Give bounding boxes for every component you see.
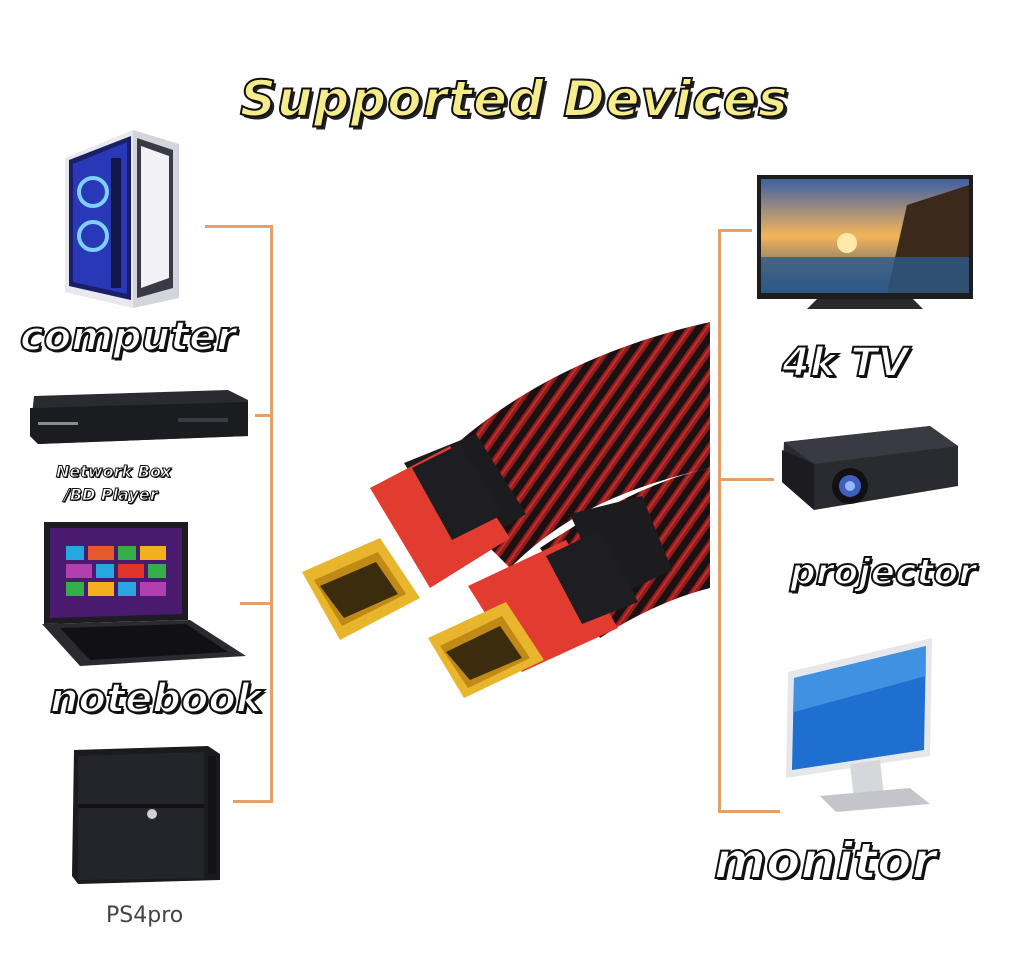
laptop-icon — [40, 520, 248, 670]
right-bracket-vertical — [718, 229, 721, 813]
page-title: Supported Devices — [239, 69, 789, 129]
label-ps4pro: PS4pro — [106, 903, 184, 928]
left-bracket-tick-3 — [240, 602, 273, 605]
right-bracket-tick-1 — [718, 229, 752, 232]
pc-tower-icon — [55, 128, 185, 310]
label-computer: computer — [19, 313, 237, 361]
right-bracket-tick-3 — [718, 810, 780, 813]
bluray-player-icon — [28, 388, 250, 448]
monitor-icon — [780, 636, 940, 812]
left-bracket-vertical — [270, 225, 273, 803]
label-projector: projector — [789, 551, 977, 594]
hdmi-cable-icon — [300, 318, 712, 708]
label-notebook: notebook — [49, 675, 263, 723]
label-4k-tv: 4k TV — [781, 339, 910, 387]
projector-icon — [780, 420, 960, 515]
left-bracket-tick-1 — [205, 225, 273, 228]
left-bracket-tick-4 — [233, 800, 273, 803]
tv-icon — [757, 175, 975, 311]
left-bracket-tick-2 — [255, 414, 273, 417]
label-bd-player: /BD Player — [64, 485, 159, 505]
label-network-box: Network Box — [55, 462, 172, 482]
console-icon — [70, 744, 226, 886]
right-bracket-tick-2 — [718, 478, 774, 481]
label-monitor: monitor — [713, 831, 937, 891]
